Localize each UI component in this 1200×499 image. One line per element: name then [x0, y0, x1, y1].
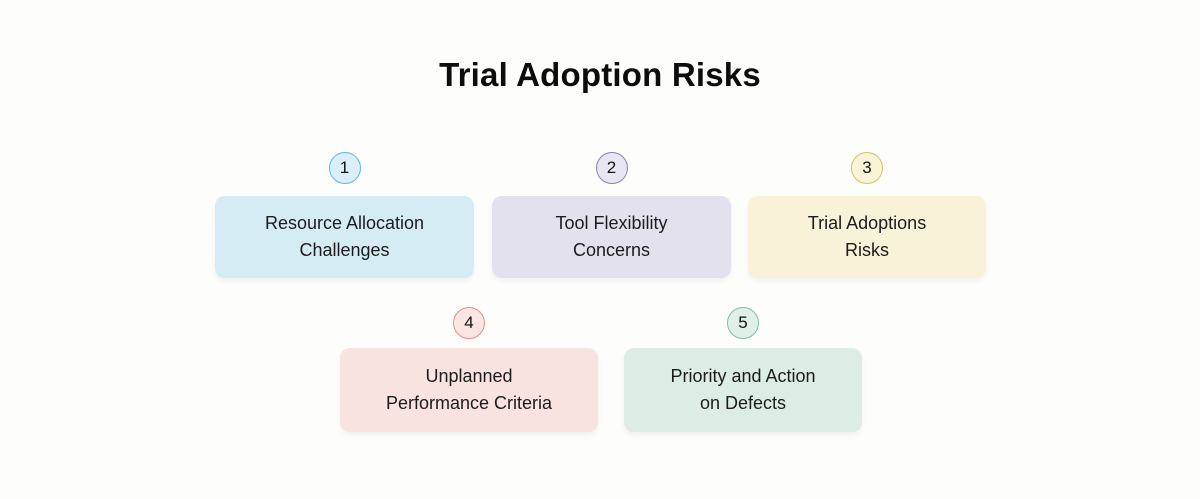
risk-card: 2 Tool Flexibility Concerns	[492, 152, 731, 278]
risk-card: 4 Unplanned Performance Criteria	[340, 307, 598, 432]
risk-label: Trial Adoptions Risks	[807, 213, 927, 260]
risk-box: Unplanned Performance Criteria	[340, 348, 598, 432]
risk-box: Trial Adoptions Risks	[748, 196, 986, 278]
step-number: 4	[464, 313, 474, 332]
step-number-badge: 4	[453, 307, 485, 339]
risk-card: 5 Priority and Action on Defects	[624, 307, 862, 432]
risk-card: 1 Resource Allocation Challenges	[215, 152, 474, 278]
step-number-badge: 3	[851, 152, 883, 184]
risk-label: Tool Flexibility Concerns	[555, 213, 668, 260]
step-number: 2	[606, 158, 617, 177]
risk-label: Unplanned Performance Criteria	[385, 366, 553, 413]
step-number: 3	[862, 158, 872, 177]
risk-label: Priority and Action on Defects	[670, 366, 816, 413]
risk-label: Resource Allocation Challenges	[264, 213, 425, 260]
risk-card: 3 Trial Adoptions Risks	[748, 152, 986, 278]
step-number: 1	[339, 158, 350, 177]
step-number: 5	[738, 313, 748, 332]
step-number-badge: 1	[328, 152, 361, 184]
step-number-badge: 2	[595, 152, 628, 184]
page-title: Trial Adoption Risks	[439, 56, 761, 93]
risk-box: Priority and Action on Defects	[624, 348, 862, 432]
risk-box: Tool Flexibility Concerns	[492, 196, 731, 278]
step-number-badge: 5	[727, 307, 759, 339]
risk-box: Resource Allocation Challenges	[215, 196, 474, 278]
